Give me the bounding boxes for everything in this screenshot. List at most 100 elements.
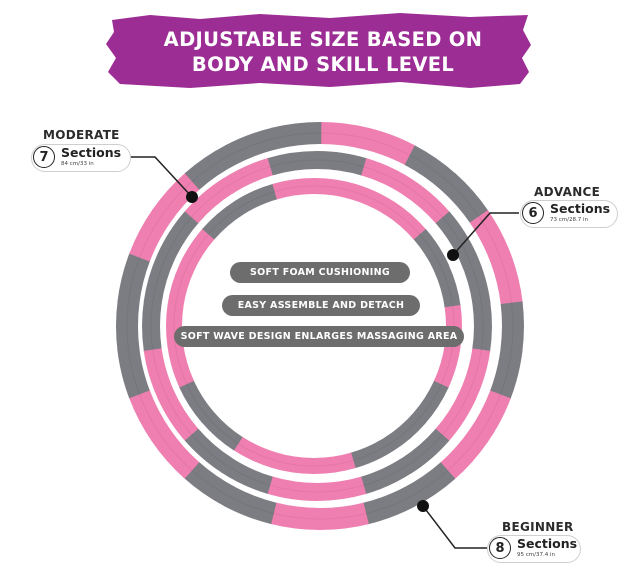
hoop-segment: [434, 391, 477, 442]
hoop-segment: [312, 452, 356, 475]
spec-badge-moderate: 7 Sections 84 cm/33 in: [31, 144, 131, 172]
hoop-segment: [384, 412, 426, 452]
banner-brush-stroke: [106, 13, 531, 88]
hoop-segment: [167, 263, 195, 308]
hoop-segment: [143, 252, 175, 304]
hoop-segment: [350, 184, 395, 216]
hoop-segment: [468, 390, 511, 444]
title-banner: [106, 13, 531, 88]
hoop-segment: [401, 178, 451, 225]
level-title-advance: ADVANCE: [534, 185, 601, 199]
hoop-segment: [225, 127, 278, 165]
hoop-segment: [318, 502, 369, 531]
hoop-segment: [313, 177, 357, 200]
hoop-segment: [152, 172, 201, 223]
level-title-beginner: BEGINNER: [502, 520, 574, 534]
hoop-segment: [271, 121, 322, 150]
hoop-segment: [361, 158, 413, 195]
sections-count-beginner: 8: [489, 537, 511, 559]
hoop-segment: [400, 428, 450, 474]
hoop-segment: [117, 252, 151, 305]
callout-line-moderate: [130, 156, 193, 198]
hoop-segment: [439, 429, 488, 480]
hoop-segment: [179, 228, 215, 272]
level-title-moderate: MODERATE: [43, 128, 120, 142]
hoop-segment: [129, 208, 172, 262]
hoop-segment: [362, 487, 415, 525]
size-label-moderate: 84 cm/33 in: [61, 161, 94, 167]
hoop-segment: [151, 428, 200, 479]
hoop-segment: [167, 343, 195, 388]
hoop-segment: [413, 380, 449, 424]
hoop-segment: [157, 390, 199, 441]
feature-pill-assemble: EASY ASSEMBLE AND DETACH: [222, 295, 420, 316]
hoop-segment: [128, 389, 171, 442]
callout-dot-beginner: [417, 500, 429, 512]
hoop-segment: [440, 173, 489, 224]
hoop-segment: [413, 229, 450, 273]
hoop-segment: [221, 457, 273, 494]
hoop-segment: [116, 299, 140, 351]
sections-label-moderate: Sections: [61, 145, 122, 160]
hoop-segment: [202, 200, 244, 240]
hoop-edge: [126, 132, 514, 520]
hoop-segment: [489, 347, 523, 400]
banner-line-2: BODY AND SKILL LEVEL: [191, 53, 455, 76]
feature-pill-foam: SOFT FOAM CUSHIONING: [230, 262, 410, 283]
hoop-segment: [363, 127, 417, 166]
hoop-segment: [269, 502, 321, 531]
hoop-segment: [316, 151, 368, 176]
hoop-segment: [433, 264, 461, 309]
callout-dot-advance: [447, 249, 459, 261]
hoop-segment: [142, 299, 162, 351]
hoop-segment: [435, 211, 477, 262]
hoop-segment: [183, 461, 236, 507]
sections-label-advance: Sections: [550, 201, 611, 216]
callout-line-beginner: [422, 505, 487, 549]
size-label-beginner: 95 cm/37.4 in: [517, 552, 555, 558]
hoop-segment: [404, 145, 457, 191]
hoop-edge: [150, 159, 484, 493]
hoop-segment: [223, 486, 277, 525]
hoop-segment: [184, 144, 237, 190]
sections-count-moderate: 7: [33, 146, 55, 168]
hoop-segment: [403, 462, 456, 508]
hoop-segment: [233, 436, 278, 468]
hoop-segment: [267, 150, 319, 176]
hoop-segment: [157, 210, 200, 261]
banner-line-1: ADJUSTABLE SIZE BASED ON: [163, 28, 483, 51]
hoop-segment: [184, 178, 234, 224]
spec-badge-advance: 6 Sections 73 cm/28.7 in: [520, 200, 618, 228]
callout-dot-moderate: [186, 191, 198, 203]
hoop-segment: [472, 301, 492, 353]
hoop-segment: [266, 476, 318, 501]
hoop-segment: [271, 452, 315, 475]
callout-line-advance: [452, 212, 519, 256]
hoop-advance: [166, 177, 462, 475]
hoop-segment: [233, 183, 278, 216]
hoop-segment: [166, 303, 184, 348]
size-label-advance: 73 cm/28.7 in: [550, 217, 588, 223]
hoop-segment: [360, 457, 412, 495]
hoop-segment: [459, 348, 491, 400]
hoop-segment: [433, 344, 461, 389]
hoop-segment: [500, 301, 524, 353]
spec-badge-beginner: 8 Sections 95 cm/37.4 in: [487, 535, 581, 563]
hoop-segment: [350, 436, 395, 469]
hoop-segment: [272, 177, 316, 200]
hoop-segment: [459, 253, 491, 305]
hoop-beginner: [116, 121, 524, 531]
hoop-segment: [222, 157, 274, 195]
feature-pill-wave: SOFT WAVE DESIGN ENLARGES MASSAGING AREA: [174, 326, 464, 347]
hoop-segment: [315, 476, 367, 502]
hoop-moderate: [142, 150, 492, 502]
hoop-segment: [469, 210, 512, 263]
hoop-segment: [178, 379, 215, 423]
hoop-segment: [490, 253, 523, 306]
hoop-segment: [385, 201, 427, 241]
hoop-segment: [319, 121, 371, 150]
hoop-segment: [117, 346, 150, 399]
hoop-segment: [201, 411, 243, 451]
sections-label-beginner: Sections: [517, 536, 578, 551]
